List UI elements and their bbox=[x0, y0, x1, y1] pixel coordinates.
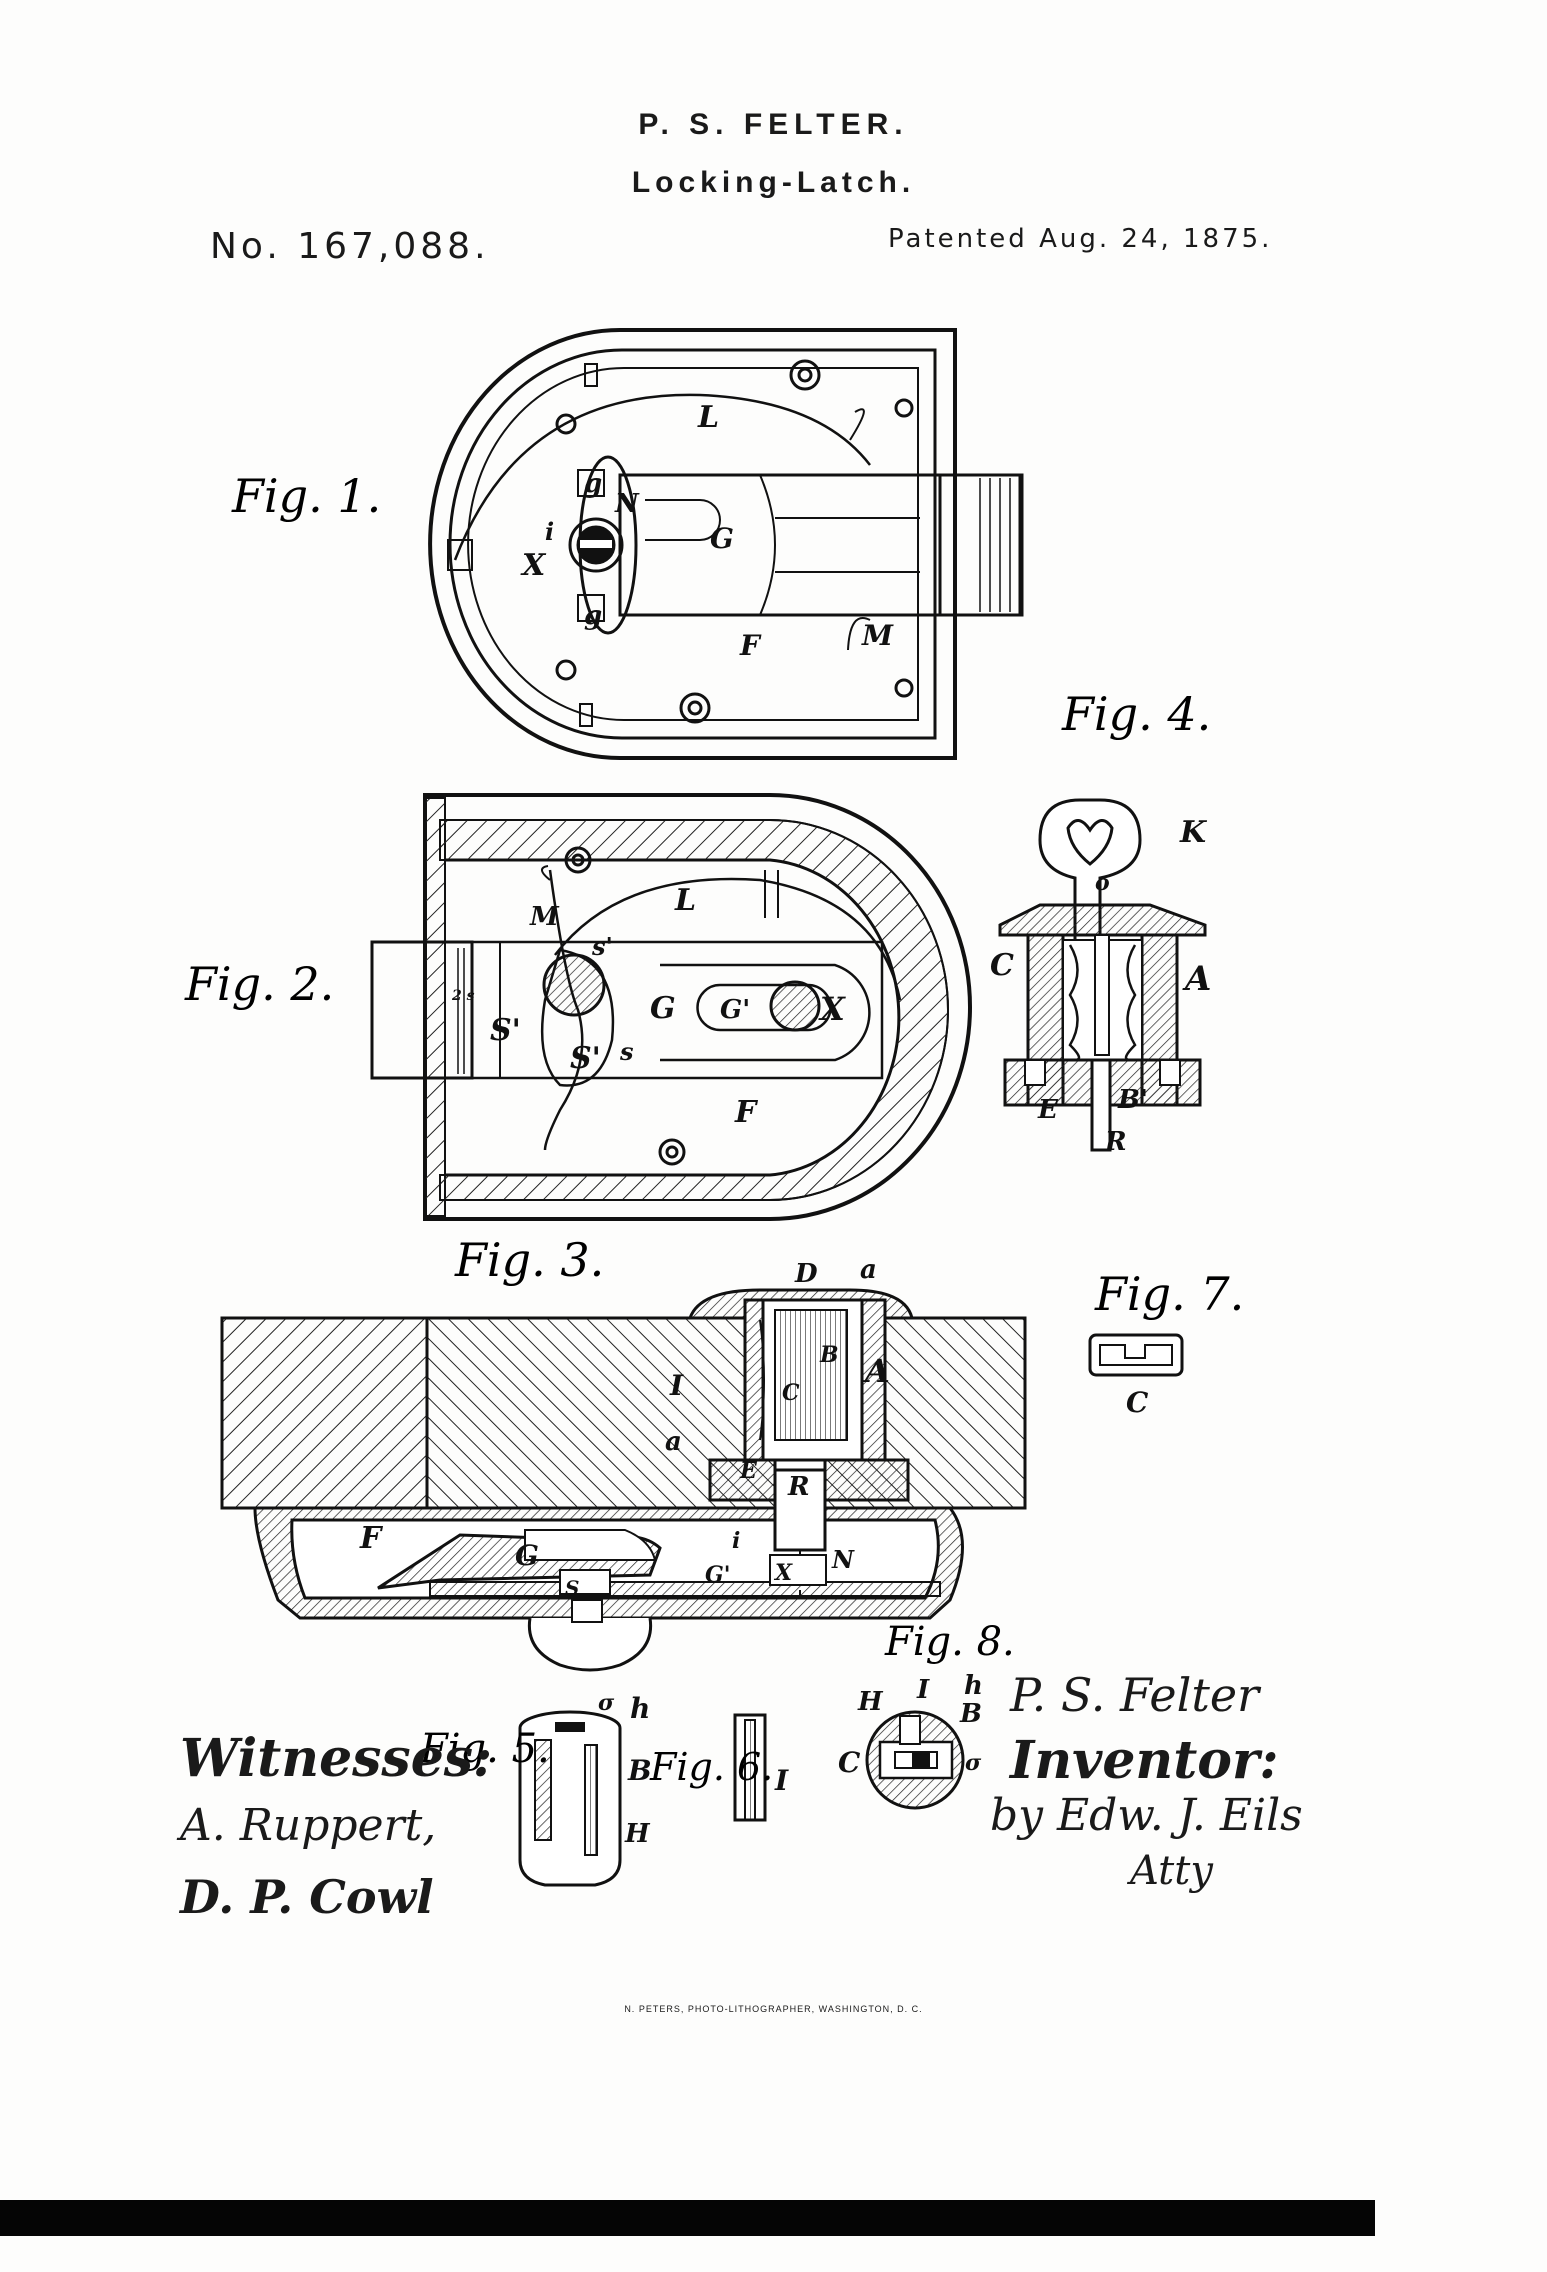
fig3-label-S: S bbox=[565, 1576, 579, 1600]
fig2-label-S-left: S' bbox=[490, 1013, 521, 1048]
fig1-label-M: M bbox=[861, 619, 894, 652]
fig3-label-B: B bbox=[819, 1342, 839, 1368]
witnesses-label: Witnesses: bbox=[180, 1728, 493, 1789]
fig3-label-G: G bbox=[515, 1539, 539, 1572]
witness-2-signature: D. P. Cowl bbox=[180, 1870, 434, 1924]
fig4-label-R: R bbox=[1104, 1127, 1127, 1157]
fig2-caption: Fig. 2. bbox=[184, 957, 334, 1011]
fig1-label-N: N bbox=[614, 489, 640, 519]
fig5-label-H: H bbox=[624, 1819, 651, 1849]
fig3-label-a: a bbox=[665, 1427, 682, 1457]
fig8-label-B: B bbox=[959, 1699, 982, 1729]
scan-border-band bbox=[0, 2200, 1375, 2236]
fig5-caption: Fig. 5. bbox=[419, 1726, 550, 1772]
fig4-drawing bbox=[998, 798, 1207, 1152]
fig2-label-G: G bbox=[650, 991, 676, 1026]
fig5-drawing bbox=[518, 1710, 622, 1887]
fig5-label-h: h bbox=[630, 1692, 650, 1725]
fig1-caption: Fig. 1. bbox=[231, 469, 381, 523]
fig3-label-I: I bbox=[669, 1369, 684, 1402]
printer-credit: N. PETERS, PHOTO-LITHOGRAPHER, WASHINGTO… bbox=[624, 2004, 923, 2014]
fig3-labels: D a B A I C a E R F G i G' N X S bbox=[359, 1255, 890, 1600]
fig4-label-E: E bbox=[1037, 1095, 1059, 1125]
fig5-label-B: B bbox=[627, 1754, 652, 1787]
fig3-caption: Fig. 3. bbox=[454, 1233, 604, 1287]
fig3-label-C: C bbox=[782, 1380, 800, 1406]
fig8-drawing bbox=[865, 1710, 965, 1810]
fig4-label-K: K bbox=[1179, 815, 1208, 850]
fig3-label-G-prime: G' bbox=[705, 1562, 731, 1588]
inventor-label: Inventor: bbox=[1010, 1730, 1279, 1791]
fig3-label-R: R bbox=[787, 1472, 810, 1502]
fig1-label-i: i bbox=[545, 517, 554, 546]
fig3-label-E: E bbox=[739, 1458, 758, 1484]
fig1-labels: L g N i X G g F M bbox=[520, 400, 894, 662]
witness-1-signature: A. Ruppert, bbox=[180, 1800, 437, 1851]
fig1-drawing bbox=[428, 328, 1024, 760]
fig5-label-sigma: σ bbox=[598, 1690, 615, 1716]
fig4-caption: Fig. 4. bbox=[1061, 687, 1211, 741]
fig2-label-S: S' bbox=[570, 1041, 601, 1076]
attorney-signature: by Edw. J. Eils bbox=[990, 1790, 1303, 1841]
fig2-label-s-prime: s' bbox=[591, 932, 613, 961]
fig2-label-s2: 2 s bbox=[451, 988, 475, 1004]
attorney-abbreviation: Atty bbox=[1130, 1848, 1213, 1894]
inventor-signature: P. S. Felter bbox=[1010, 1668, 1260, 1722]
fig1-label-g-top: g bbox=[584, 469, 602, 499]
fig4-label-o: o bbox=[1095, 870, 1110, 896]
fig6-label-I: I bbox=[774, 1764, 789, 1797]
fig4-label-C: C bbox=[990, 948, 1014, 983]
fig7-caption: Fig. 7. bbox=[1094, 1267, 1244, 1321]
fig3-label-D: D bbox=[794, 1259, 818, 1289]
fig8-label-I: I bbox=[916, 1675, 930, 1705]
fig7-label-C: C bbox=[1126, 1386, 1149, 1419]
fig8-label-H: H bbox=[857, 1687, 884, 1717]
patent-date: Patented Aug. 24, 1875. bbox=[888, 224, 1273, 254]
fig3-label-N: N bbox=[831, 1545, 855, 1574]
fig2-label-s: s bbox=[619, 1037, 634, 1066]
fig8-label-C: C bbox=[838, 1746, 861, 1779]
fig8-labels: H I h B C σ bbox=[838, 1671, 983, 1779]
fig3-label-A: A bbox=[862, 1352, 890, 1390]
fig2-labels: M L s' S' S' s 2 s G G' X F bbox=[451, 883, 846, 1130]
fig8-caption: Fig. 8. bbox=[884, 1619, 1015, 1665]
fig1-label-G: G bbox=[710, 522, 734, 555]
fig2-label-L: L bbox=[674, 883, 696, 918]
fig4-label-A: A bbox=[1182, 959, 1211, 999]
fig2-label-F: F bbox=[734, 1095, 759, 1130]
fig8-label-sigma: σ bbox=[965, 1750, 982, 1776]
fig3-drawing bbox=[220, 1288, 1027, 1672]
fig1-label-g-bottom: g bbox=[584, 601, 602, 631]
fig4-labels: K o C A E B' R bbox=[990, 815, 1211, 1157]
fig2-label-X: X bbox=[818, 990, 846, 1028]
fig3-label-X: X bbox=[773, 1560, 793, 1586]
fig6-caption: Fig. 6. bbox=[649, 1745, 773, 1789]
fig1-label-L: L bbox=[697, 400, 719, 435]
fig1-label-F: F bbox=[739, 629, 762, 662]
patent-title: Locking-Latch. bbox=[631, 166, 916, 199]
fig7-drawing bbox=[1088, 1333, 1184, 1377]
fig3-label-i: i bbox=[732, 1528, 740, 1554]
fig2-label-G-prime: G' bbox=[720, 995, 750, 1025]
fig4-label-B-prime: B' bbox=[1117, 1085, 1148, 1115]
fig6-drawing bbox=[733, 1713, 767, 1822]
fig2-drawing bbox=[370, 793, 972, 1221]
fig2-label-M: M bbox=[529, 902, 560, 932]
fig3-label-F: F bbox=[359, 1521, 384, 1556]
fig5-labels: σ h B H bbox=[598, 1690, 652, 1849]
fig3-label-a-top: a bbox=[860, 1255, 877, 1285]
inventor-name: P. S. FELTER. bbox=[638, 108, 909, 141]
fig1-label-X: X bbox=[520, 548, 547, 583]
fig8-label-h: h bbox=[964, 1671, 983, 1701]
patent-number: No. 167,088. bbox=[210, 226, 490, 267]
